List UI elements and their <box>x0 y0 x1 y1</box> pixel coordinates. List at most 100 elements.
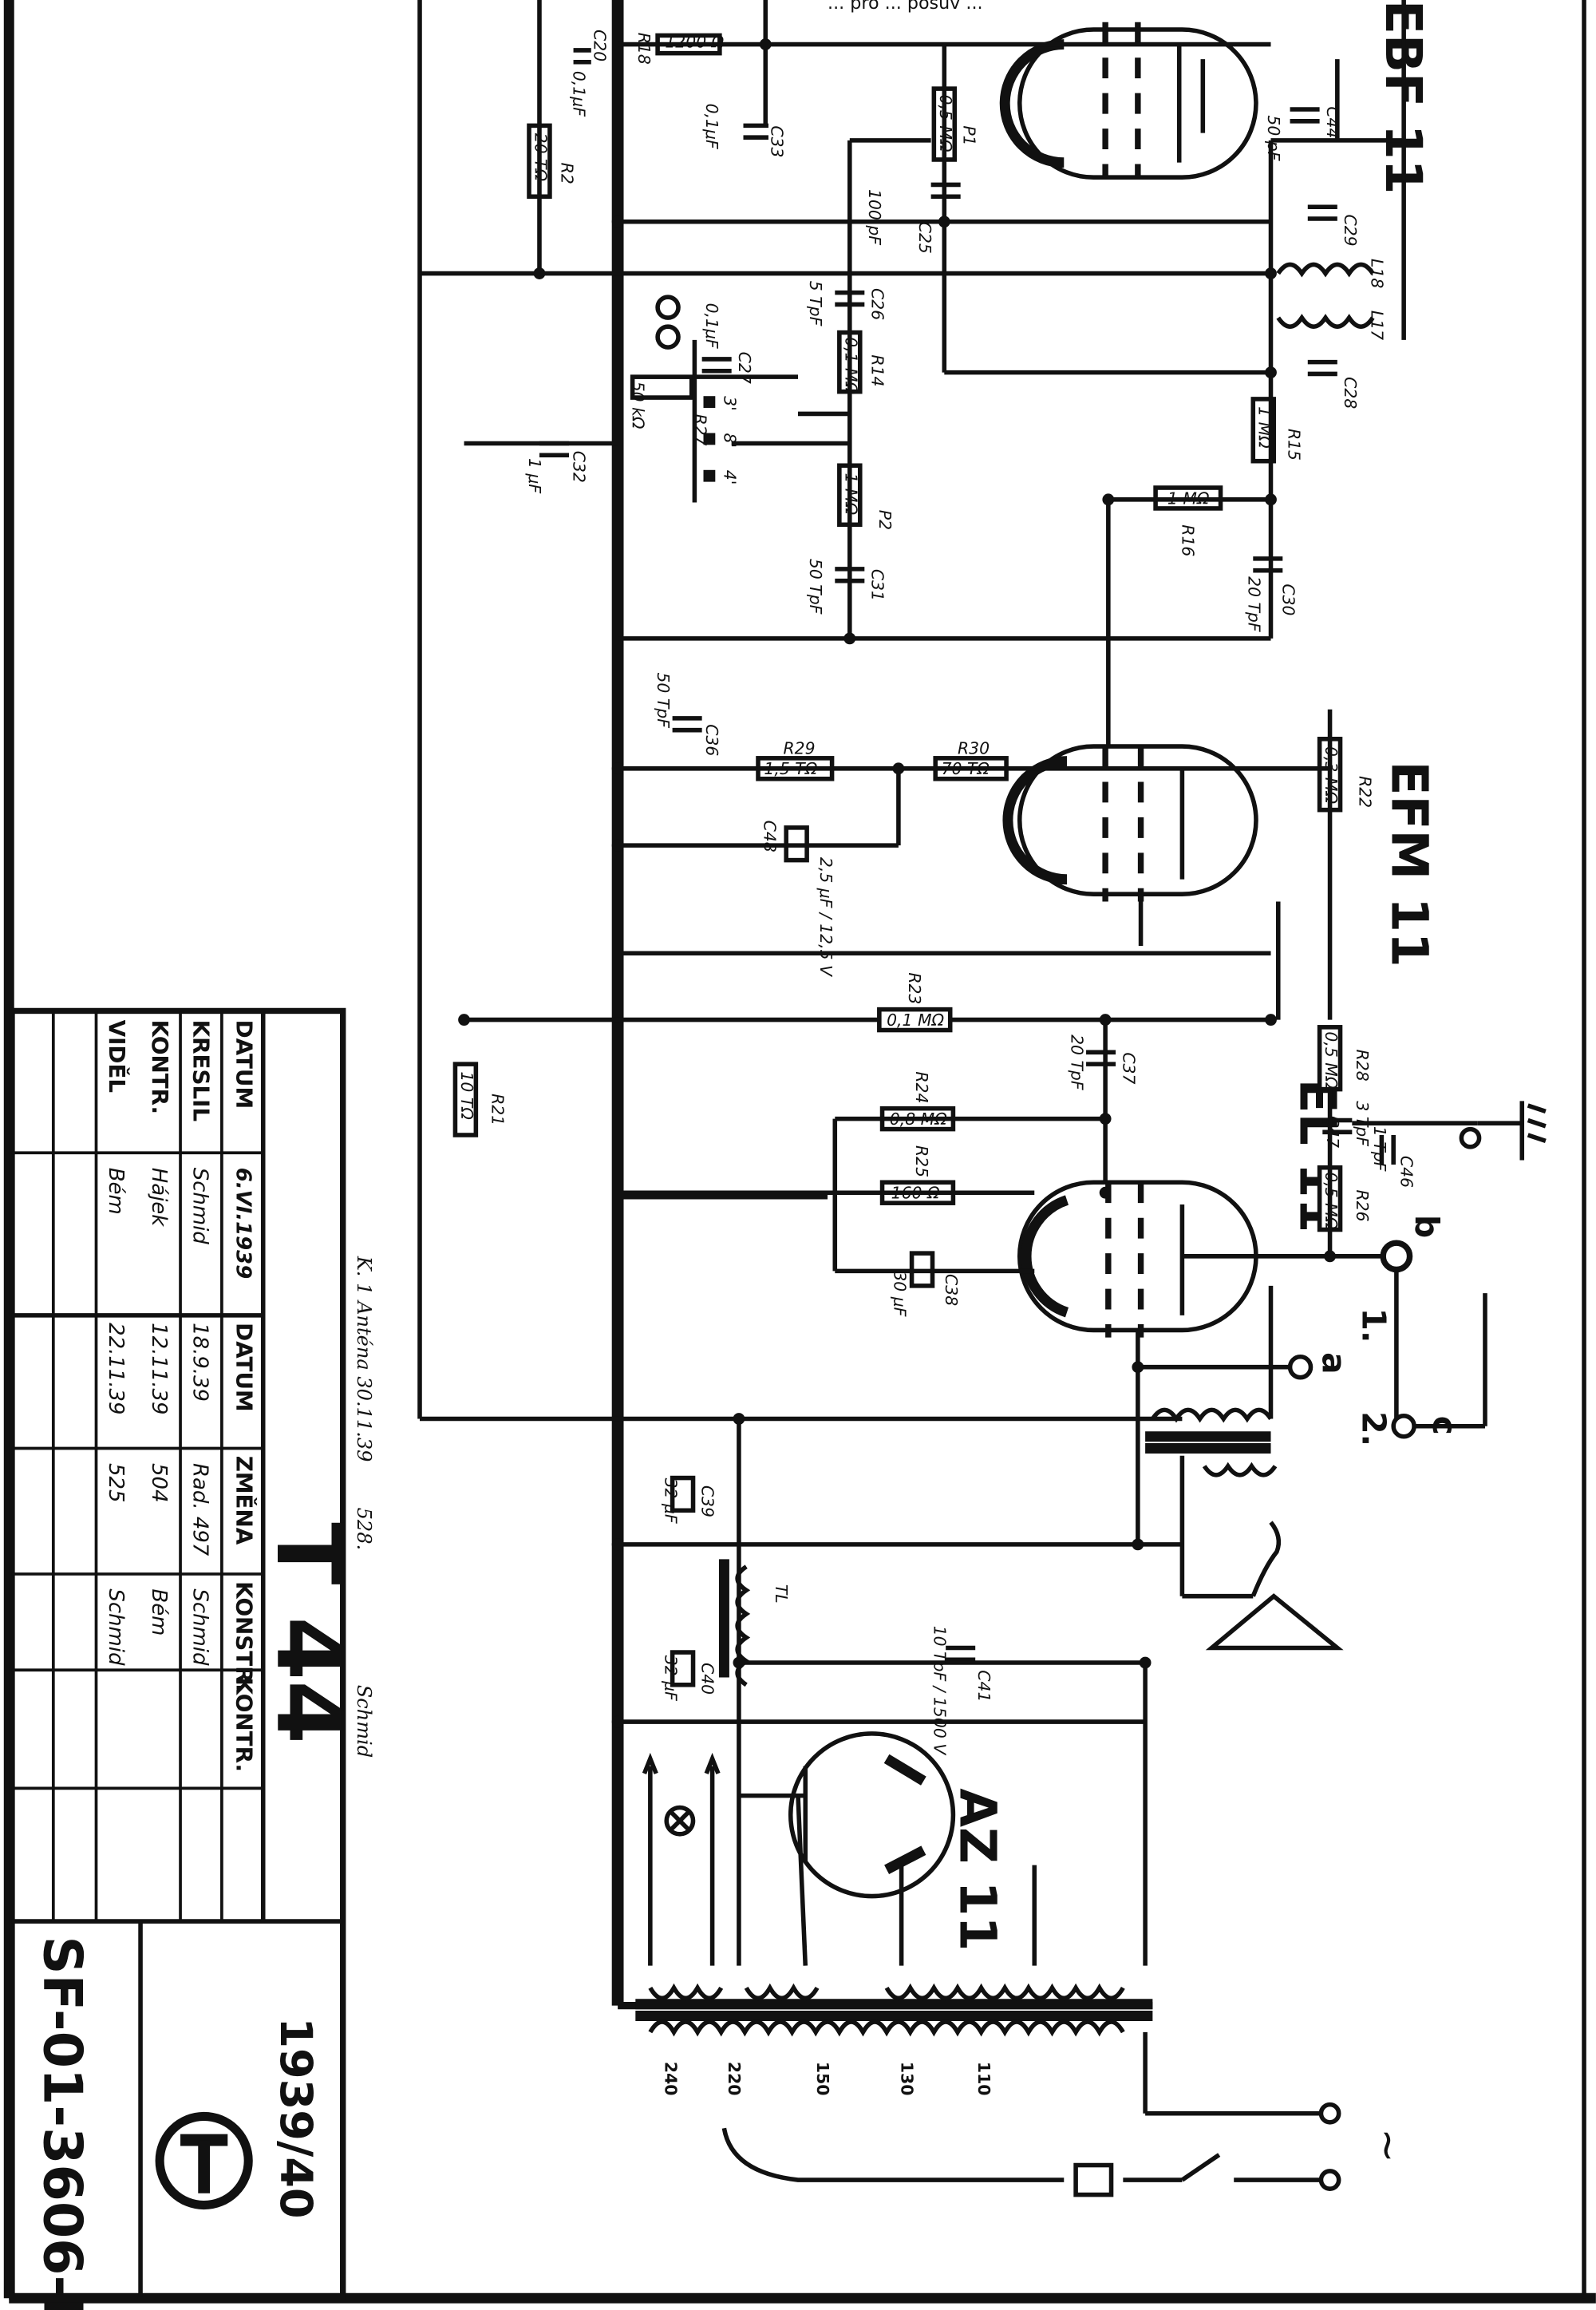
change-date-2: 12.11.39 <box>147 1323 171 1414</box>
tesla-logo <box>155 2111 253 2210</box>
value-c31: 50 TpF <box>806 559 825 615</box>
value-c39: 32 μF <box>661 1478 680 1524</box>
terminal-c: c <box>1425 1416 1464 1435</box>
capacitor-c39 <box>670 1475 696 1513</box>
label-r26: R26 <box>1353 1190 1372 1222</box>
label-r16: R16 <box>1178 524 1197 556</box>
resistor-r21 <box>452 1062 479 1137</box>
resistor-r27 <box>630 374 694 400</box>
capacitor-c46 <box>1379 1135 1396 1165</box>
signature-1: Schmid <box>188 1168 212 1245</box>
value-c46: 1 TpF <box>1370 1126 1389 1172</box>
date-kreslil: 6.VI.1939 <box>231 1168 255 1280</box>
value-c30: 20 TpF <box>1245 576 1264 632</box>
agc-line <box>417 0 1183 1422</box>
ht-rail <box>419 219 1271 1724</box>
switch-pos-8: 8' <box>720 433 739 449</box>
sheet-frame <box>3 0 1596 2304</box>
role-kreslil: KRESLIL <box>188 1020 215 1122</box>
resistor-r23 <box>877 1007 953 1033</box>
power-transformer <box>635 1983 1153 2037</box>
signature-3: Bém <box>104 1168 128 1215</box>
value-p2: 1 MΩ <box>841 473 860 516</box>
capacitor-c37 <box>1086 1050 1116 1066</box>
label-r29: R29 <box>783 738 815 757</box>
header-zmena: ZMĚNA <box>231 1456 258 1545</box>
label-tl: TL <box>772 1584 791 1604</box>
signature-2: Hájek <box>147 1168 171 1227</box>
value-c20: 0,1μF <box>570 71 589 117</box>
capacitor-c29 <box>1307 204 1337 221</box>
label-c46: C46 <box>1396 1156 1416 1188</box>
note-sign: Schmid <box>353 1685 375 1758</box>
value-c41: 10 TpF / 1500 V <box>930 1626 949 1757</box>
capacitor-c20 <box>573 48 591 65</box>
capacitor-c44 <box>1290 107 1320 124</box>
value-c26: 5 TpF <box>806 281 825 326</box>
resistors <box>452 33 1343 1232</box>
note-antenna: K. 1 Anténa 30.11.39 <box>353 1256 375 1462</box>
value-r28: 0,5 MΩ <box>1321 1031 1341 1089</box>
terminal-1: 1. <box>1354 1308 1393 1343</box>
label-r22: R22 <box>1356 776 1375 808</box>
value-r16: 1 MΩ <box>1167 489 1210 508</box>
value-c47: 3 TpF <box>1353 1101 1372 1146</box>
header-kontr: KONTR. <box>231 1678 257 1773</box>
tube-el11 <box>1017 1180 1271 1338</box>
label-c29: C29 <box>1341 214 1360 246</box>
label-c31: C31 <box>868 569 887 601</box>
component-labels: R18 1200 Ω R2 20 TΩ C20 0,1μF C33 0,1μF … <box>457 30 1416 1756</box>
value-r14: 0,1 MΩ <box>841 337 860 394</box>
header-konstr: KONSTR. <box>231 1581 257 1692</box>
value-r26: 0,5 MΩ <box>1321 1172 1341 1229</box>
label-c20: C20 <box>590 30 609 61</box>
tube-label-efm11: EFM 11 <box>1380 761 1438 967</box>
tap-150: 150 <box>813 2062 832 2095</box>
capacitor-c36 <box>672 716 702 733</box>
change-date-1: 18.9.39 <box>188 1323 212 1402</box>
note-ref: 528. <box>353 1508 375 1551</box>
label-c37: C37 <box>1119 1052 1138 1084</box>
label-p2: P2 <box>875 510 895 530</box>
capacitor-c47 <box>1322 1117 1353 1135</box>
change-1: Rad. 497 <box>188 1463 212 1556</box>
tube-ebf11 <box>999 22 1258 180</box>
label-l18: L18 <box>1367 259 1386 288</box>
value-c38: 30 μF <box>890 1271 909 1316</box>
value-r30: 70 TΩ <box>942 759 990 778</box>
capacitor-c28 <box>1307 359 1337 377</box>
label-c25: C25 <box>915 222 934 254</box>
label-r28: R28 <box>1353 1050 1372 1082</box>
header-datum: DATUM <box>231 1020 257 1110</box>
value-c37: 20 TpF <box>1068 1034 1087 1090</box>
label-p1: P1 <box>959 125 978 145</box>
label-c41: C41 <box>974 1670 994 1702</box>
role-videl: VIDĚL <box>104 1020 131 1094</box>
value-r25: 160 Ω <box>891 1184 940 1203</box>
value-c27: 0,1μF <box>702 303 721 349</box>
model-title: T 44 <box>255 1522 362 1744</box>
label-c26: C26 <box>868 288 887 320</box>
terminal-a: a <box>1314 1352 1353 1374</box>
coil-l17 <box>1276 314 1375 329</box>
value-c48: 2,5 μF / 12,5 V <box>816 857 836 978</box>
value-c25: 100 pF <box>865 189 884 245</box>
label-c36: C36 <box>702 724 721 756</box>
label-c40: C40 <box>698 1663 717 1695</box>
junction-dots <box>458 38 1336 1728</box>
label-r14: R14 <box>868 354 887 386</box>
capacitor-c27 <box>701 357 732 374</box>
konstr-1: Schmid <box>188 1588 212 1666</box>
title-block <box>9 1007 346 2300</box>
konstr-3: Schmid <box>104 1588 128 1666</box>
capacitor-c33 <box>743 123 768 140</box>
output-transformer <box>1151 1407 1273 1423</box>
tap-220: 220 <box>725 2062 744 2095</box>
label-c47: C47 <box>1323 1116 1342 1148</box>
value-c32: 1 μF <box>525 458 544 493</box>
heater-lamp <box>642 1752 721 1966</box>
value-p1: 0,5 MΩ <box>936 95 955 152</box>
label-r25: R25 <box>912 1145 931 1177</box>
value-c40: 32 μF <box>661 1655 680 1701</box>
value-c33: 0,1μF <box>702 104 721 149</box>
